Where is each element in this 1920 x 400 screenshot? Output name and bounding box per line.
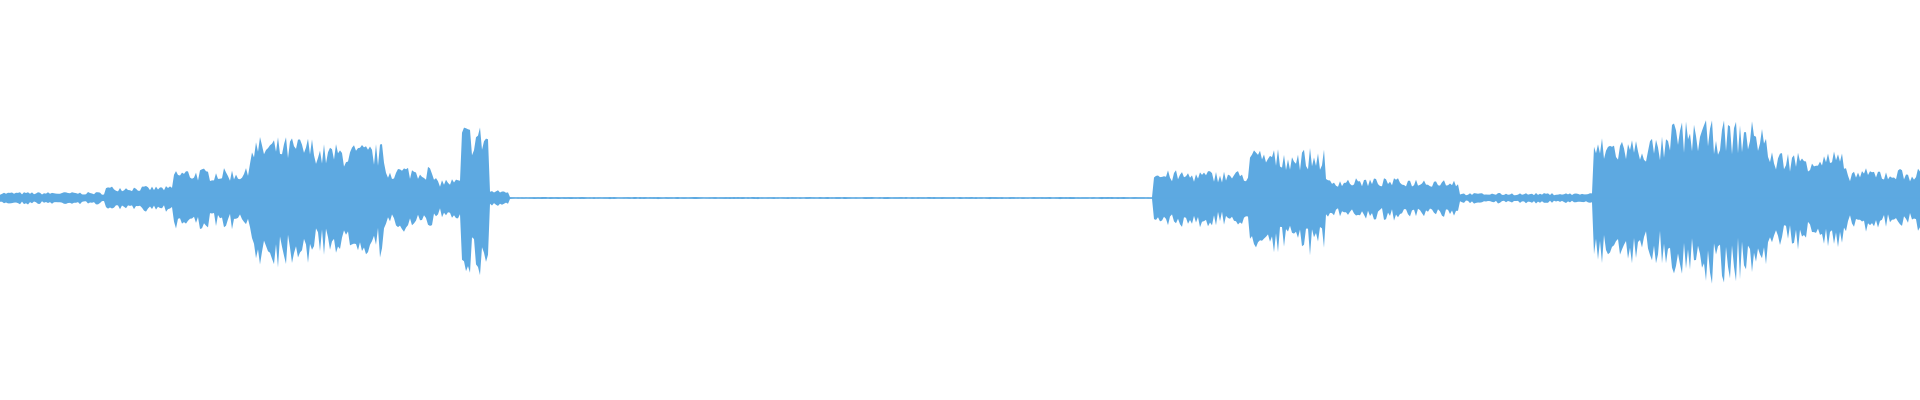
waveform-envelope bbox=[0, 120, 1920, 284]
